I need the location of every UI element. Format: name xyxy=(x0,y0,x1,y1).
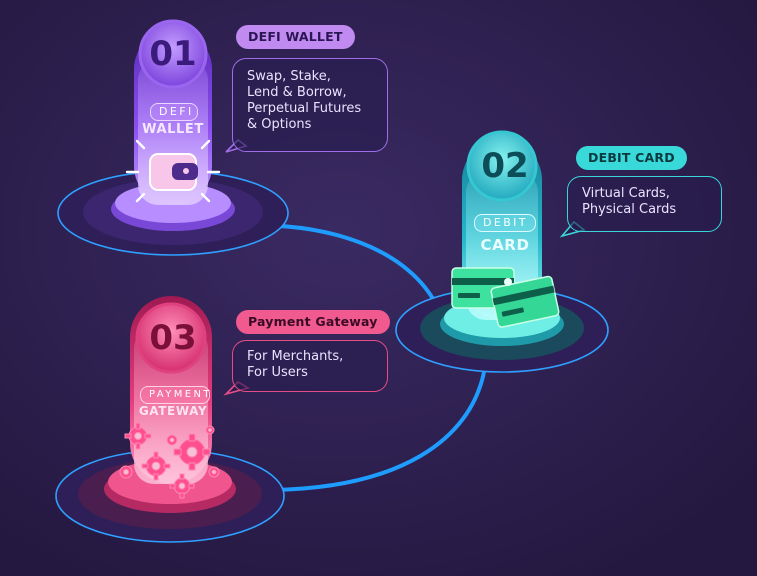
station-label-top: DEBIT xyxy=(474,214,536,232)
station-tag: DEFI WALLET xyxy=(236,25,355,49)
connector-card-gateway xyxy=(271,371,486,492)
station-tag: Payment Gateway xyxy=(236,310,390,334)
number-badge xyxy=(135,302,207,374)
feature-line: Physical Cards xyxy=(582,202,677,217)
station-payment-gateway xyxy=(55,296,285,543)
feature-line: Perpetual Futures xyxy=(247,101,362,116)
wallet-icon xyxy=(125,139,221,203)
number-badge xyxy=(138,19,208,89)
station-label-bottom: GATEWAY xyxy=(138,404,208,418)
feature-line: For Users xyxy=(247,365,308,380)
feature-bubble: Swap, Stake, Lend & Borrow, Perpetual Fu… xyxy=(232,58,388,152)
station-number: 02 xyxy=(481,146,529,186)
feature-line: For Merchants, xyxy=(247,349,344,364)
feature-line: Virtual Cards, xyxy=(582,186,670,201)
feature-line: Lend & Borrow, xyxy=(247,85,347,100)
feature-bubble: For Merchants, For Users xyxy=(232,340,388,392)
station-defi-wallet xyxy=(57,19,289,256)
station-debit-card xyxy=(395,130,609,373)
station-label-bottom: CARD xyxy=(480,236,530,254)
feature-bubble: Virtual Cards, Physical Cards xyxy=(567,176,722,232)
feature-line: Swap, Stake, xyxy=(247,69,331,84)
number-badge xyxy=(466,130,538,202)
station-label-top: PAYMENT xyxy=(140,386,210,404)
credit-card-icon xyxy=(451,267,560,328)
station-number: 03 xyxy=(149,318,197,358)
station-tag: DEBIT CARD xyxy=(576,146,687,170)
station-number: 01 xyxy=(149,34,197,74)
feature-line: & Options xyxy=(247,117,312,132)
gear-icon xyxy=(119,422,220,499)
station-label-top: DEFI xyxy=(150,103,198,121)
station-label-bottom: WALLET xyxy=(142,122,204,137)
